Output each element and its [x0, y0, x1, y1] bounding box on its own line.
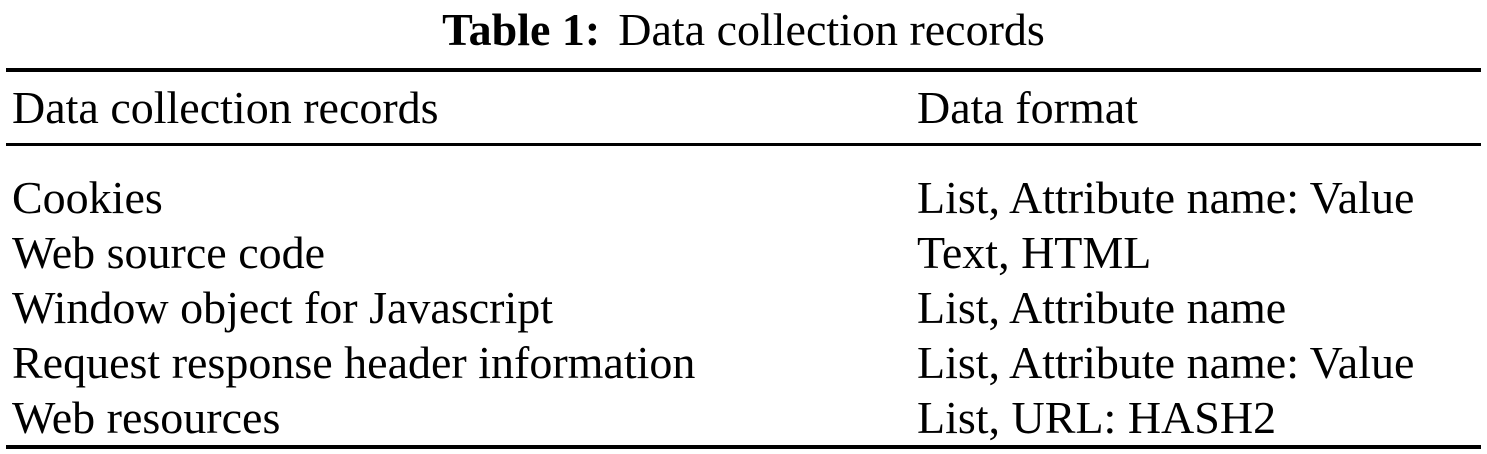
- record-cell: Web source code: [12, 227, 326, 278]
- table-row: Cookies List, Attribute name: Value: [6, 170, 1481, 225]
- format-cell: List, Attribute name: [917, 282, 1287, 333]
- table-caption-title: Data collection records: [618, 4, 1045, 55]
- table-caption-label: Table 1:: [442, 4, 601, 55]
- table-caption: Table 1: Data collection records: [0, 0, 1487, 68]
- record-cell: Cookies: [12, 172, 163, 223]
- format-cell: List, Attribute name: Value: [917, 337, 1415, 388]
- table-row: Web resources List, URL: HASH2: [6, 390, 1481, 445]
- table-row: Web source code Text, HTML: [6, 225, 1481, 280]
- record-cell: Window object for Javascript: [12, 282, 554, 333]
- table-body: Cookies List, Attribute name: Value Web …: [6, 146, 1481, 445]
- table-row: Request response header information List…: [6, 335, 1481, 390]
- record-cell: Web resources: [12, 392, 281, 443]
- header-cell-records: Data collection records: [12, 82, 439, 133]
- table-row: Window object for Javascript List, Attri…: [6, 280, 1481, 335]
- record-cell: Request response header information: [12, 337, 696, 388]
- format-cell: List, URL: HASH2: [917, 392, 1277, 443]
- format-cell: List, Attribute name: Value: [917, 172, 1415, 223]
- data-collection-table: Data collection records Data format Cook…: [6, 68, 1481, 449]
- format-cell: Text, HTML: [917, 227, 1152, 278]
- table-header-row: Data collection records Data format: [6, 72, 1481, 146]
- header-cell-format: Data format: [917, 82, 1138, 133]
